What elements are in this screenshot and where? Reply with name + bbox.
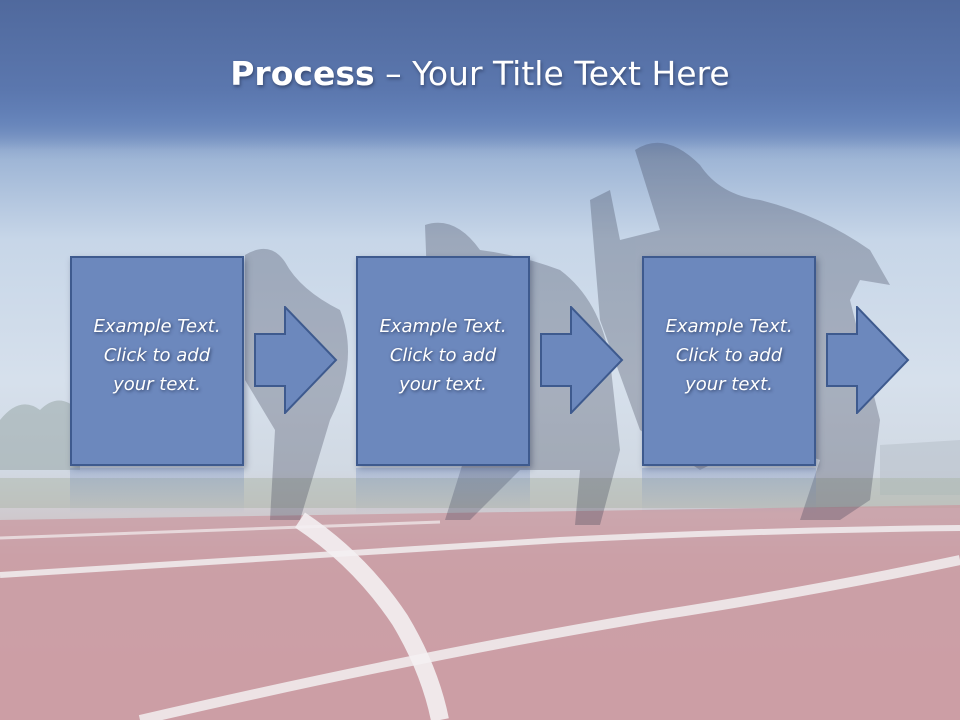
reflection	[642, 468, 816, 514]
start-line	[295, 512, 449, 720]
step-text-line: your text.	[685, 374, 773, 395]
step-text-line: Click to add	[389, 345, 497, 366]
step-text-line: Example Text.	[665, 316, 793, 337]
running-track	[0, 505, 960, 720]
step-text-line: Click to add	[103, 345, 211, 366]
reflection	[356, 468, 530, 514]
lane-line	[0, 525, 960, 578]
process-step-3-text[interactable]: Example Text. Click to add your text.	[644, 312, 814, 399]
process-step-3-box[interactable]: Example Text. Click to add your text.	[642, 256, 816, 466]
process-arrow-3-icon	[826, 306, 910, 414]
step-text-line: your text.	[113, 374, 201, 395]
step-text-line: your text.	[399, 374, 487, 395]
slide-title[interactable]: Process – Your Title Text Here	[0, 54, 960, 93]
process-step-1-box[interactable]: Example Text. Click to add your text.	[70, 256, 244, 466]
stadium-structure	[880, 440, 960, 495]
reflection	[70, 468, 244, 514]
process-arrow-1-icon	[254, 306, 338, 414]
process-arrow-2-icon	[540, 306, 624, 414]
process-step-2-box[interactable]: Example Text. Click to add your text.	[356, 256, 530, 466]
lane-line	[138, 555, 960, 720]
process-step-1-text[interactable]: Example Text. Click to add your text.	[72, 312, 242, 399]
grass-strip	[0, 478, 960, 508]
step-text-line: Example Text.	[93, 316, 221, 337]
process-step-2-text[interactable]: Example Text. Click to add your text.	[358, 312, 528, 399]
header-band	[0, 0, 960, 150]
title-rest-part: – Your Title Text Here	[374, 54, 730, 93]
step-text-line: Click to add	[675, 345, 783, 366]
tree-line	[0, 400, 80, 470]
lane-line	[0, 520, 441, 540]
title-bold-part: Process	[230, 54, 375, 93]
step-text-line: Example Text.	[379, 316, 507, 337]
